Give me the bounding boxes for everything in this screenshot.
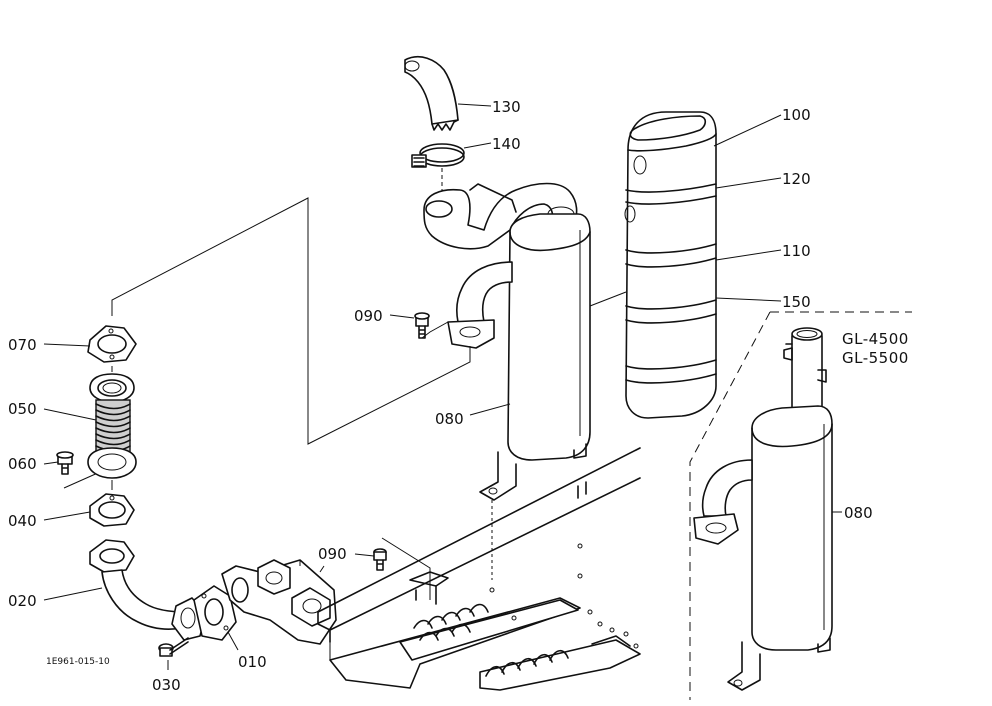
exhaust-manifold: [221, 559, 337, 645]
label-050: 050: [8, 400, 37, 418]
base-frame: [317, 447, 641, 691]
bolt-090-upper: [414, 312, 449, 339]
label-130: 130: [492, 98, 521, 116]
variant-boundary: [689, 311, 912, 700]
bolt-090-lower: [373, 548, 387, 571]
label-080-main: 080: [435, 410, 464, 428]
tail-pipe-130: [404, 55, 459, 131]
label-140: 140: [492, 135, 521, 153]
gasket-070: [87, 325, 137, 363]
label-060: 060: [8, 455, 37, 473]
frame-holes: [489, 543, 639, 649]
label-080-variant: 080: [844, 504, 873, 522]
label-090-lower: 090: [318, 545, 347, 563]
label-070: 070: [8, 336, 37, 354]
bolt-030: [158, 637, 189, 657]
model-label-gl-5500: GL-5500: [842, 349, 909, 367]
gasket-010: [193, 585, 237, 641]
clamp-140: [411, 143, 465, 196]
label-110: 110: [782, 242, 811, 260]
part-labels: 130 140 100 120 110 150 090 080 070 050 …: [8, 98, 909, 694]
model-label-gl-4500: GL-4500: [842, 330, 909, 348]
label-100: 100: [782, 106, 811, 124]
muffler-080-variant: [693, 327, 842, 691]
alignment-lines: [63, 197, 493, 600]
label-090-upper: 090: [354, 307, 383, 325]
label-150: 150: [782, 293, 811, 311]
gasket-040: [89, 493, 135, 527]
flex-pipe-050: [87, 373, 137, 479]
label-020: 020: [8, 592, 37, 610]
label-leaders: [43, 103, 782, 670]
label-120: 120: [782, 170, 811, 188]
drawing-code: 1E961-015-10: [46, 657, 110, 667]
bolt-060: [56, 451, 74, 475]
label-010: 010: [238, 653, 267, 671]
label-040: 040: [8, 512, 37, 530]
exhaust-pipe-020: [89, 539, 207, 641]
muffler-cover-assembly: [589, 111, 717, 419]
label-030: 030: [152, 676, 181, 694]
muffler-080-main: [423, 182, 591, 501]
